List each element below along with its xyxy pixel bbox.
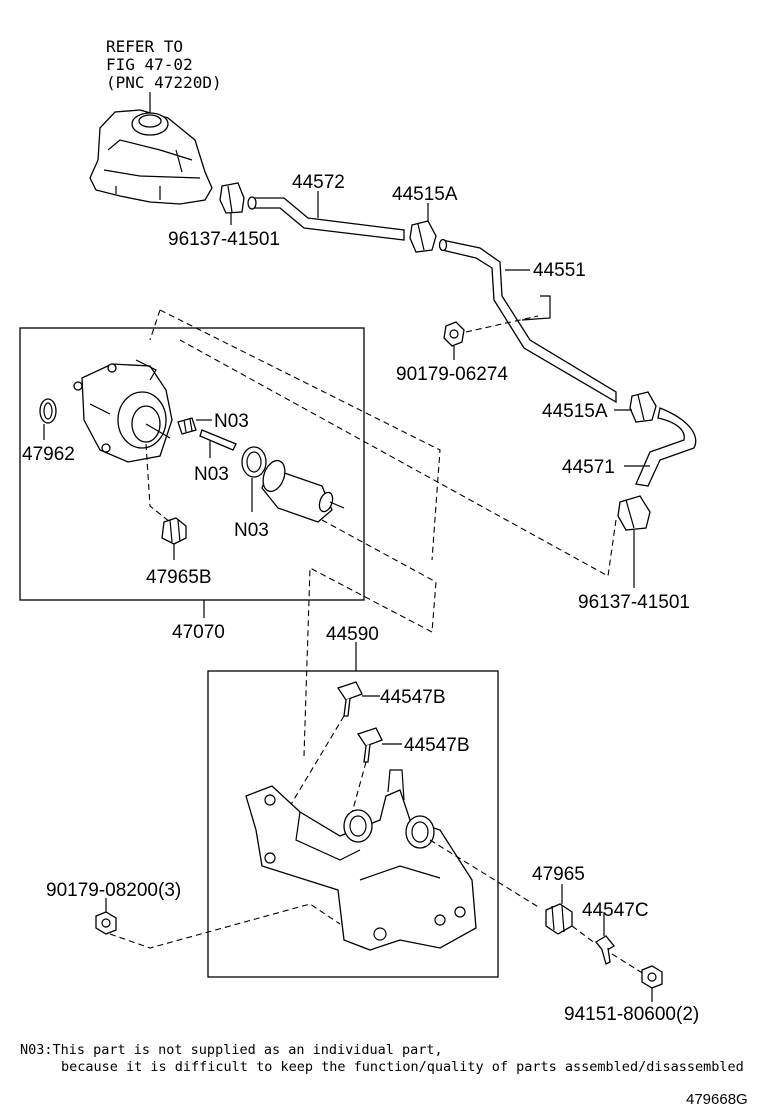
label-94151-80600: 94151-80600(2) <box>564 1004 699 1025</box>
label-47965: 47965 <box>532 864 585 885</box>
pump-assembly <box>73 359 173 463</box>
gear-47965b <box>161 517 187 545</box>
reference-line-3: (PNC 47220D) <box>106 73 222 92</box>
label-n03-a: N03 <box>214 411 249 432</box>
assembly-box-47070 <box>19 327 365 601</box>
nut-90179-08200 <box>95 911 117 935</box>
reference-line-2: FIG 47-02 <box>106 55 193 74</box>
note-line-2: because it is difficult to keep the func… <box>61 1059 744 1075</box>
bolt-44547c <box>595 935 615 965</box>
bolt-44547b-2 <box>356 727 383 763</box>
hose-44571 <box>635 407 697 487</box>
guide-line-upper <box>179 339 617 577</box>
ring-n03 <box>241 446 267 478</box>
clip-96137-right <box>617 495 651 531</box>
spring-n03 <box>177 417 197 435</box>
clip-44515a-top <box>409 220 437 253</box>
bolt-44547b-1 <box>336 681 363 717</box>
label-90179-06274: 90179-06274 <box>396 364 508 385</box>
label-44590: 44590 <box>326 624 379 645</box>
label-44547b-2: 44547B <box>404 735 470 756</box>
assembly-box-44590 <box>207 670 499 978</box>
label-96137-top: 96137-41501 <box>168 229 280 250</box>
catalog-number: 479668G <box>686 1091 748 1108</box>
label-n03-c: N03 <box>234 520 269 541</box>
label-90179-08200: 90179-08200(3) <box>46 880 181 901</box>
o-ring-47962 <box>39 398 57 424</box>
bracket-assembly <box>245 769 477 951</box>
label-44547b-1: 44547B <box>380 687 446 708</box>
reservoir-tank <box>89 109 213 205</box>
label-44571: 44571 <box>562 457 615 478</box>
label-n03-b: N03 <box>194 464 229 485</box>
pipe-44551 <box>438 238 617 404</box>
guide-line-lower <box>303 519 437 757</box>
hose-44572 <box>247 196 405 241</box>
nut-90179-06274 <box>443 321 465 347</box>
clip-44515a-mid <box>629 391 657 423</box>
label-96137-right: 96137-41501 <box>578 592 690 613</box>
nut-94151-80600 <box>641 965 663 989</box>
label-47070: 47070 <box>172 622 225 643</box>
label-44547c: 44547C <box>582 900 649 921</box>
gear-47965 <box>545 903 573 935</box>
pin-n03 <box>199 429 237 451</box>
label-47965b: 47965B <box>146 567 212 588</box>
label-44572: 44572 <box>292 172 345 193</box>
filter-cylinder <box>261 459 345 523</box>
clip-96137-top <box>219 182 245 214</box>
label-44551: 44551 <box>533 260 586 281</box>
note-line-1: N03:This part is not supplied as an indi… <box>20 1042 443 1058</box>
label-44515a-mid: 44515A <box>542 401 608 422</box>
label-44515a-top: 44515A <box>392 184 458 205</box>
reference-line-1: REFER TO <box>106 37 183 56</box>
label-47962: 47962 <box>22 444 75 465</box>
